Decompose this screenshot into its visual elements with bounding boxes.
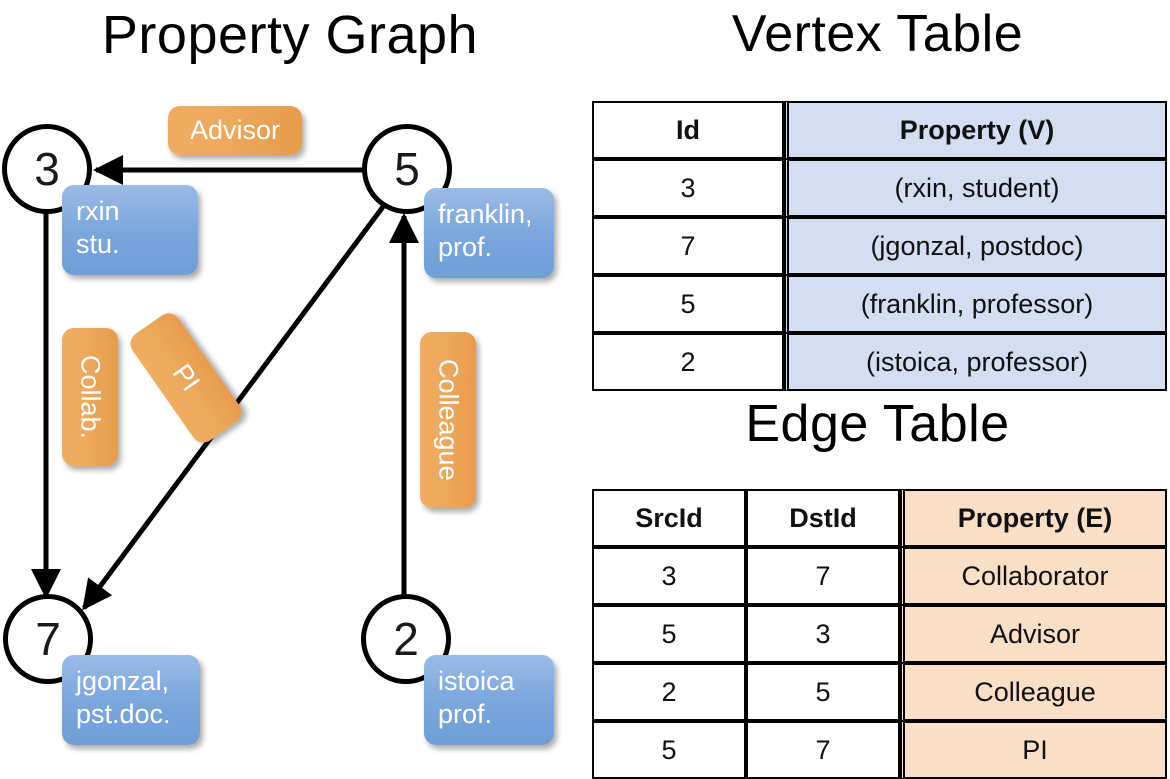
edge-label-collab: Collab. <box>62 328 118 466</box>
edge-cell-dstid: 7 <box>746 721 900 779</box>
edge-label-colleague-text: Colleague <box>433 359 464 481</box>
edge-cell-property: Colleague <box>900 663 1167 721</box>
table-row: 2 (istoica, professor) <box>592 333 1167 391</box>
edge-label-advisor-text: Advisor <box>189 115 281 145</box>
table-row: 2 5 Colleague <box>592 663 1167 721</box>
table-header-row: Id Property (V) <box>592 101 1167 159</box>
edge-cell-srcid: 2 <box>592 663 746 721</box>
property-graph-diagram: 3 5 7 2 rxin stu. franklin, prof. jgonza… <box>0 0 585 760</box>
vertex-2-name: istoica <box>438 666 515 696</box>
edge-header-srcid: SrcId <box>592 489 746 547</box>
table-row: 5 3 Advisor <box>592 605 1167 663</box>
vertex-property-box-3: rxin stu. <box>62 185 198 275</box>
table-row: 3 7 Collaborator <box>592 547 1167 605</box>
vertex-property-box-7: jgonzal, pst.doc. <box>62 655 200 745</box>
vertex-cell-id: 3 <box>592 159 784 217</box>
vertex-property-box-2: istoica prof. <box>424 655 554 745</box>
edge-cell-property: Collaborator <box>900 547 1167 605</box>
edge-label-colleague: Colleague <box>420 332 476 508</box>
vertex-3-role: stu. <box>76 228 120 259</box>
edge-label-pi-text: PI <box>166 358 207 397</box>
table-header-row: SrcId DstId Property (E) <box>592 489 1167 547</box>
graph-node-5-label: 5 <box>394 143 420 195</box>
table-row: 3 (rxin, student) <box>592 159 1167 217</box>
vertex-table: Id Property (V) 3 (rxin, student) 7 (jgo… <box>592 101 1167 391</box>
vertex-header-id: Id <box>592 101 784 159</box>
vertex-7-role: pst.doc. <box>76 698 171 729</box>
vertex-cell-property: (jgonzal, postdoc) <box>784 217 1167 275</box>
edge-cell-dstid: 7 <box>746 547 900 605</box>
graph-node-5[interactable]: 5 <box>362 124 452 214</box>
vertex-cell-id: 5 <box>592 275 784 333</box>
edge-table: SrcId DstId Property (E) 3 7 Collaborato… <box>592 489 1167 779</box>
vertex-cell-property: (rxin, student) <box>784 159 1167 217</box>
vertex-3-name: rxin <box>76 196 120 226</box>
vertex-cell-id: 2 <box>592 333 784 391</box>
edge-header-property: Property (E) <box>900 489 1167 547</box>
edge-cell-property: Advisor <box>900 605 1167 663</box>
vertex-cell-id: 7 <box>592 217 784 275</box>
table-row: 7 (jgonzal, postdoc) <box>592 217 1167 275</box>
graph-node-3-label: 3 <box>34 143 60 195</box>
page-title-vertex-table: Vertex Table <box>731 5 1024 63</box>
graph-node-2[interactable]: 2 <box>361 594 451 684</box>
edge-label-collab-text: Collab. <box>75 354 106 440</box>
vertex-header-property: Property (V) <box>784 101 1167 159</box>
table-row: 5 (franklin, professor) <box>592 275 1167 333</box>
edge-header-dstid: DstId <box>746 489 900 547</box>
vertex-property-box-5: franklin, prof. <box>424 188 554 278</box>
edge-cell-srcid: 5 <box>592 721 746 779</box>
graph-node-2-label: 2 <box>393 613 419 665</box>
vertex-5-name: franklin, <box>438 199 533 229</box>
page-title-edge-table: Edge Table <box>745 395 1010 453</box>
vertex-cell-property: (istoica, professor) <box>784 333 1167 391</box>
graph-node-7-label: 7 <box>35 613 61 665</box>
vertex-5-role: prof. <box>438 231 493 262</box>
vertex-2-role: prof. <box>438 698 493 729</box>
page-title-property-graph: Property Graph <box>101 5 479 65</box>
edge-label-advisor: Advisor <box>168 106 302 155</box>
edge-cell-srcid: 3 <box>592 547 746 605</box>
table-row: 5 7 PI <box>592 721 1167 779</box>
vertex-7-name: jgonzal, <box>76 666 170 696</box>
edge-cell-dstid: 3 <box>746 605 900 663</box>
edge-cell-dstid: 5 <box>746 663 900 721</box>
vertex-cell-property: (franklin, professor) <box>784 275 1167 333</box>
edge-cell-srcid: 5 <box>592 605 746 663</box>
edge-cell-property: PI <box>900 721 1167 779</box>
